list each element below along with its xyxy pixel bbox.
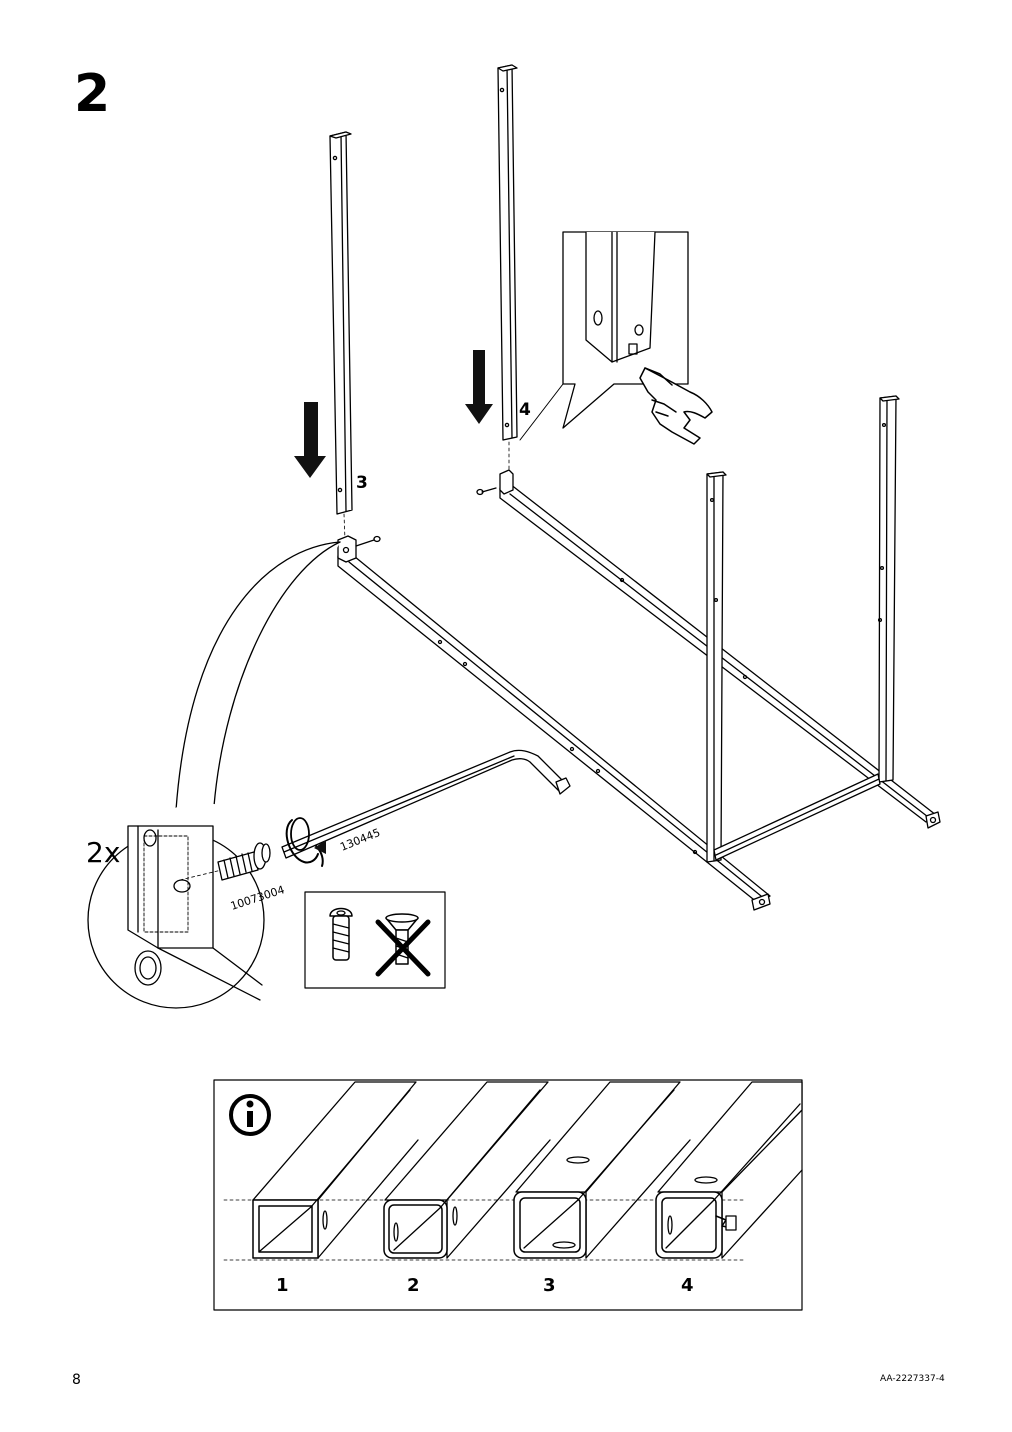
post-number-label-right: 4 [519,400,531,420]
info-icon [229,1094,271,1136]
document-code: AA-2227337-4 [880,1374,945,1384]
cross-out-icon [375,919,431,977]
allen-key [281,749,571,859]
profile-label-3: 3 [543,1275,556,1296]
quantity-label: 2x [86,836,120,869]
down-arrow-icon [294,402,326,478]
page-number: 8 [72,1372,81,1388]
tube-profile-2 [383,1081,551,1259]
pointing-hand-icon [639,367,713,445]
step-number: 2 [74,64,111,124]
screw-type-box [304,891,446,989]
tube-profile-4 [655,1081,803,1259]
info-panel [213,1079,803,1311]
screw-icon [355,535,381,547]
standing-frame [706,395,900,863]
profile-label-1: 1 [276,1275,289,1296]
button-head-screw-icon [329,907,353,961]
profile-label-2: 2 [407,1275,420,1296]
down-arrow-icon [465,350,493,424]
profile-label-4: 4 [681,1275,694,1296]
magnifier-detail [87,541,341,1009]
tube-profile-3 [513,1081,691,1259]
post-number-label-left: 3 [356,473,368,493]
right-upper-post [497,64,518,471]
screw-icon [476,487,497,496]
tube-profile-1 [252,1081,419,1259]
rotate-arrow-icon [285,817,326,867]
base-rail-front [337,535,771,911]
left-post [329,131,353,541]
